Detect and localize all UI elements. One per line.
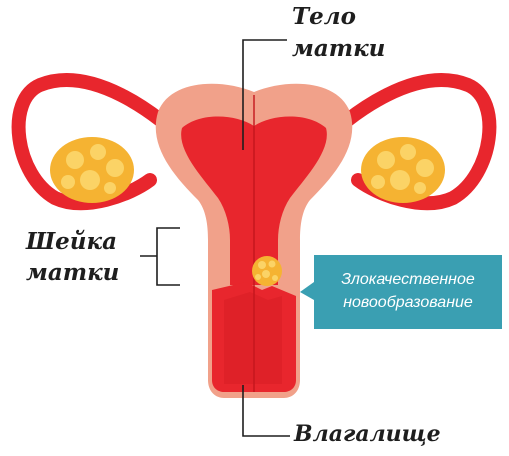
callout-text-line1: Злокачественное xyxy=(314,270,502,290)
cervix-label-line1: Шейка xyxy=(26,229,117,255)
tumor-callout: Злокачественное новообразование xyxy=(314,255,502,329)
tumor-icon xyxy=(252,256,282,286)
callout-text-line2: новообразование xyxy=(314,293,502,313)
leader-line-cervix xyxy=(157,228,180,285)
uterus-body-label-line2: матки xyxy=(292,36,385,62)
cervix-label-line2: матки xyxy=(26,260,119,286)
ovary-right-icon xyxy=(361,137,445,203)
callout-pointer xyxy=(300,282,314,300)
uterus-body-label-line1: Тело xyxy=(292,4,356,30)
vagina-label: Влагалище xyxy=(294,421,441,447)
ovary-left-icon xyxy=(50,137,134,203)
